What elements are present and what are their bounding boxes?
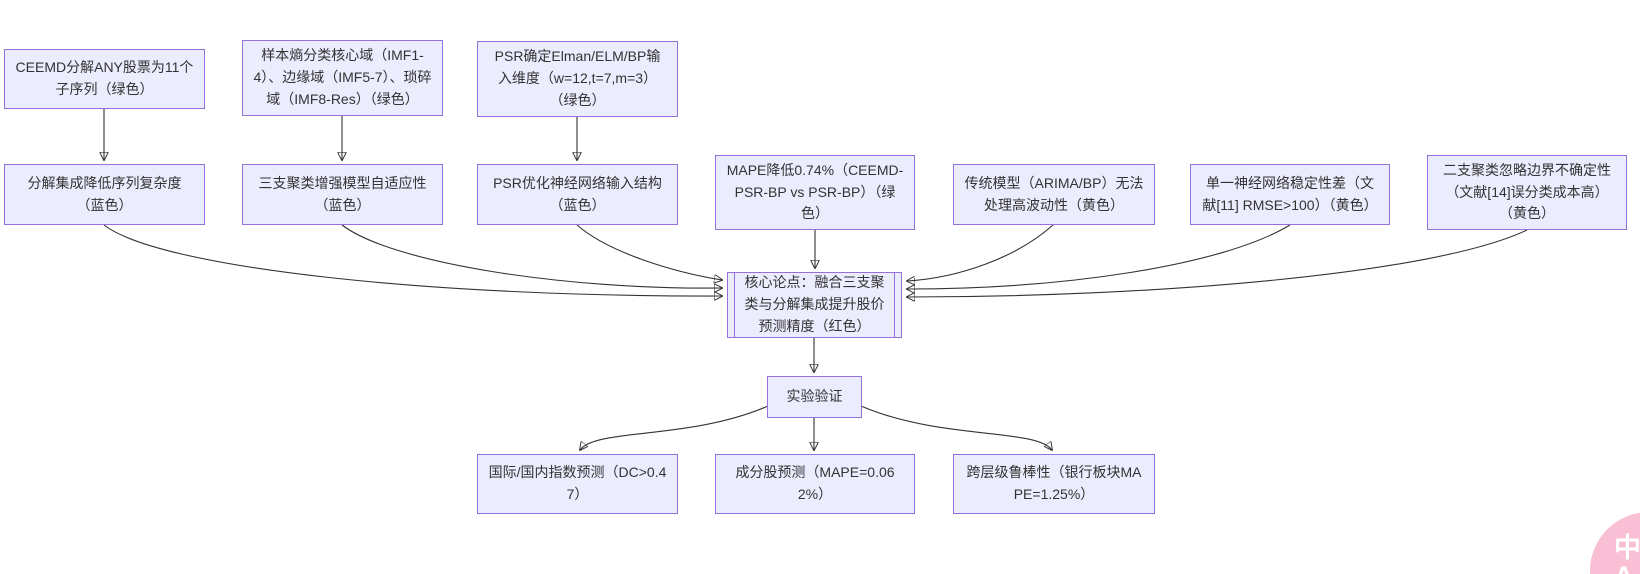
node-three-way-cluster-label: 三支聚类增强模型自适应性（蓝色） <box>258 174 427 213</box>
edge-twoway-to-core <box>907 229 1528 297</box>
node-experiment-label: 实验验证 <box>786 388 843 405</box>
node-decomp-complexity: 分解集成降低序列复杂度（蓝色） <box>4 164 205 225</box>
node-single-nn: 单一神经网络稳定性差（文献[11] RMSE>100）（黄色） <box>1190 164 1390 225</box>
node-stock-prediction-label: 成分股预测（MAPE=0.062%） <box>735 464 895 502</box>
edge-decomp-to-core <box>103 224 722 296</box>
node-stock-prediction: 成分股预测（MAPE=0.062%） <box>715 454 915 514</box>
translate-float-button[interactable]: 中A <box>1590 512 1640 574</box>
node-two-way-cluster-label: 二支聚类忽略边界不确定性（文献[14]误分类成本高）（黄色） <box>1443 161 1611 222</box>
edge-traditional-to-core <box>907 224 1054 281</box>
node-traditional-model: 传统模型（ARIMA/BP）无法处理高波动性（黄色） <box>953 164 1155 225</box>
edge-experiment-to-index <box>580 405 769 450</box>
node-mape-gain-label: MAPE降低0.74%（CEEMD-PSR-BP vs PSR-BP）（绿色） <box>726 161 904 222</box>
node-psr-dims: PSR确定Elman/ELM/BP输入维度（w=12,t=7,m=3）（绿色） <box>477 41 678 117</box>
translate-icon: 中A <box>1614 533 1640 574</box>
edge-experiment-to-robust <box>860 405 1052 450</box>
node-psr-structure: PSR优化神经网络输入结构（蓝色） <box>477 164 678 225</box>
node-ceemd: CEEMD分解ANY股票为11个子序列（绿色） <box>4 49 205 109</box>
node-single-nn-label: 单一神经网络稳定性差（文献[11] RMSE>100）（黄色） <box>1202 174 1378 213</box>
node-index-prediction-label: 国际/国内指数预测（DC>0.47） <box>488 464 667 502</box>
node-sample-entropy: 样本熵分类核心域（IMF1-4）、边缘域（IMF5-7）、琐碎域（IMF8-Re… <box>242 40 443 116</box>
node-traditional-model-label: 传统模型（ARIMA/BP）无法处理高波动性（黄色） <box>964 174 1144 213</box>
node-core-thesis-label: 核心论点：融合三支聚类与分解集成提升股价预测精度（红色） <box>744 274 885 334</box>
node-psr-structure-label: PSR优化神经网络输入结构（蓝色） <box>493 174 662 213</box>
node-robustness-label: 跨层级鲁棒性（银行板块MAPE=1.25%） <box>966 464 1142 502</box>
edge-threeway-to-core <box>341 224 722 288</box>
edge-psrstruct-to-core <box>576 224 722 280</box>
node-experiment: 实验验证 <box>767 376 862 418</box>
node-three-way-cluster: 三支聚类增强模型自适应性（蓝色） <box>242 164 443 225</box>
node-core-thesis: 核心论点：融合三支聚类与分解集成提升股价预测精度（红色） <box>727 272 902 338</box>
node-psr-dims-label: PSR确定Elman/ELM/BP输入维度（w=12,t=7,m=3）（绿色） <box>494 48 661 108</box>
node-sample-entropy-label: 样本熵分类核心域（IMF1-4）、边缘域（IMF5-7）、琐碎域（IMF8-Re… <box>253 47 432 107</box>
edge-singlenn-to-core <box>907 224 1291 289</box>
node-ceemd-label: CEEMD分解ANY股票为11个子序列（绿色） <box>15 59 194 97</box>
node-decomp-complexity-label: 分解集成降低序列复杂度（蓝色） <box>27 174 182 213</box>
node-robustness: 跨层级鲁棒性（银行板块MAPE=1.25%） <box>953 454 1155 514</box>
node-index-prediction: 国际/国内指数预测（DC>0.47） <box>477 454 678 514</box>
node-two-way-cluster: 二支聚类忽略边界不确定性（文献[14]误分类成本高）（黄色） <box>1427 155 1627 230</box>
node-mape-gain: MAPE降低0.74%（CEEMD-PSR-BP vs PSR-BP）（绿色） <box>715 155 915 230</box>
